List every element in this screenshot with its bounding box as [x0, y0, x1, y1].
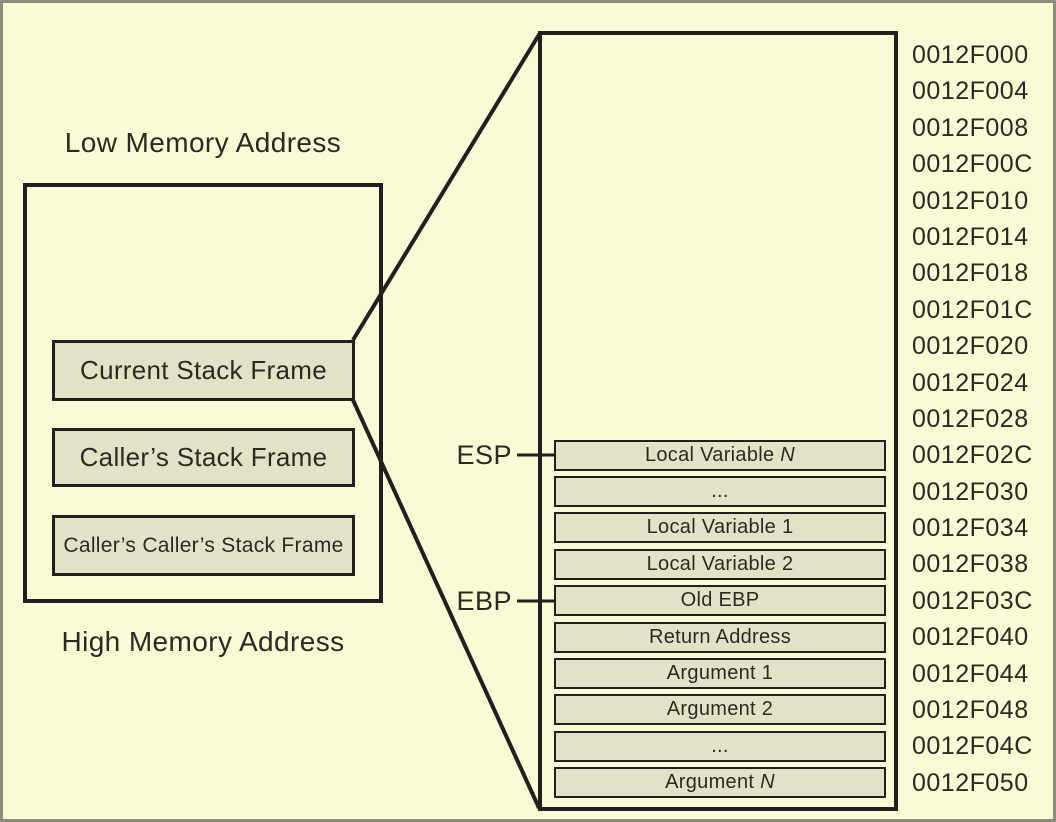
stack-row-label: ...: [711, 734, 729, 757]
stack-row-label: Argument 2: [666, 698, 774, 721]
esp-register-label: ESP: [456, 440, 512, 470]
callers-callers-stack-frame-label: Caller’s Caller’s Stack Frame: [63, 533, 344, 557]
stack-row-ellipsis-arguments: ...: [554, 730, 886, 762]
memory-address: 0012F01C: [912, 295, 1033, 324]
memory-address: 0012F038: [912, 550, 1029, 579]
call-stack-overview-box: [23, 183, 383, 603]
memory-address: 0012F048: [912, 696, 1029, 725]
zoom-line-bottom: [351, 399, 541, 809]
stack-row-argument-n: Argument N: [554, 767, 886, 799]
memory-address: 0012F02C: [912, 441, 1033, 470]
callers-callers-stack-frame-box: Caller’s Caller’s Stack Frame: [52, 515, 355, 576]
stack-row-old-ebp: Old EBP: [554, 585, 886, 617]
stack-row-label: ...: [711, 479, 729, 502]
memory-address: 0012F008: [912, 113, 1029, 142]
memory-address-column: 0012F000 0012F004 0012F008 0012F00C 0012…: [912, 37, 1050, 801]
stack-row-label: Return Address: [648, 625, 792, 648]
stack-row-label: Local Variable 2: [646, 552, 794, 575]
callers-stack-frame-label: Caller’s Stack Frame: [79, 442, 328, 472]
memory-address: 0012F010: [912, 186, 1029, 215]
zoom-line-top: [351, 31, 542, 342]
stack-row-argument-2: Argument 2: [554, 694, 886, 726]
stack-row-return-address: Return Address: [554, 621, 886, 653]
stack-row-label: Argument: [665, 771, 761, 794]
stack-row-label: Argument 1: [666, 661, 774, 684]
memory-address: 0012F030: [912, 477, 1029, 506]
memory-address: 0012F034: [912, 514, 1029, 543]
memory-address: 0012F03C: [912, 586, 1033, 615]
stack-row-label: Local Variable 1: [646, 516, 794, 539]
memory-address: 0012F040: [912, 623, 1029, 652]
stack-row-label-italic: N: [780, 443, 796, 466]
current-stack-frame-box: Current Stack Frame: [52, 340, 355, 401]
memory-address: 0012F028: [912, 404, 1029, 433]
memory-address: 0012F044: [912, 659, 1029, 688]
stack-row-argument-1: Argument 1: [554, 657, 886, 689]
stack-row-label-italic: N: [760, 771, 775, 794]
memory-address: 0012F004: [912, 77, 1029, 106]
memory-address: 0012F00C: [912, 150, 1033, 179]
memory-address: 0012F050: [912, 768, 1029, 797]
stack-row-label: Local Variable: [644, 443, 781, 466]
low-memory-address-label: Low Memory Address: [64, 127, 342, 158]
memory-address: 0012F04C: [912, 732, 1033, 761]
ebp-register-label: EBP: [456, 586, 512, 616]
memory-address: 0012F000: [912, 41, 1029, 69]
high-memory-address-label: High Memory Address: [61, 626, 345, 657]
stack-row-ellipsis-locals: ...: [554, 475, 886, 507]
stack-row-local-variable-1: Local Variable 1: [554, 512, 886, 544]
memory-address: 0012F024: [912, 368, 1029, 397]
memory-address: 0012F018: [912, 259, 1029, 288]
callers-stack-frame-box: Caller’s Stack Frame: [52, 428, 355, 487]
stack-row-local-variable-n: Local Variable N: [554, 439, 886, 471]
stack-row-local-variable-2: Local Variable 2: [554, 548, 886, 580]
current-stack-frame-label: Current Stack Frame: [80, 355, 327, 385]
memory-address: 0012F020: [912, 332, 1029, 361]
stack-row-label: Old EBP: [680, 589, 760, 612]
memory-address: 0012F014: [912, 222, 1029, 251]
